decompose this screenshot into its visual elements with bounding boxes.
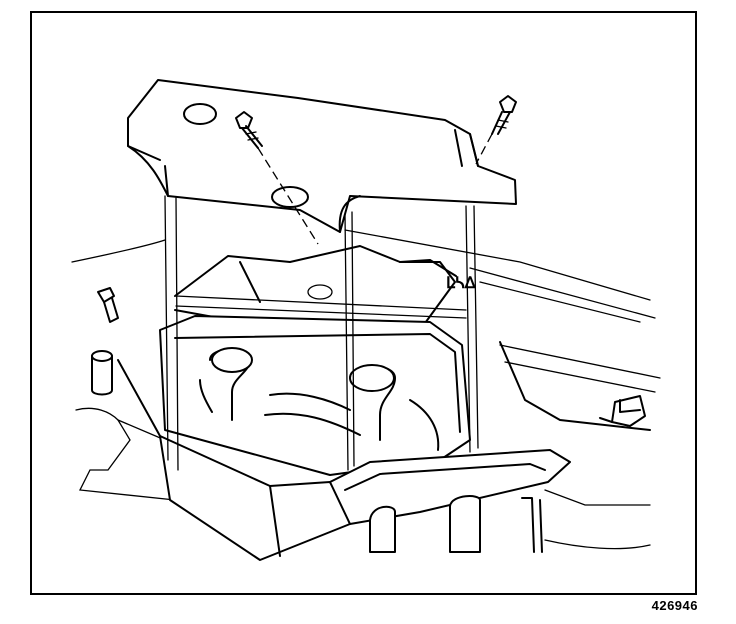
bolt-right-icon (491, 95, 517, 135)
front-bracket (329, 449, 571, 553)
upper-heat-shield (127, 79, 517, 233)
illustration-border (30, 11, 697, 595)
exhaust-manifold (159, 315, 471, 476)
sensor-icon (91, 350, 113, 396)
figure-number: 426946 (651, 598, 698, 613)
engine-marking: ᒪᓴᐃ (446, 275, 477, 292)
engine-bay-background (71, 229, 661, 550)
bolt-left-icon (235, 111, 263, 149)
connector-icon (599, 395, 646, 427)
alignment-lines (164, 133, 493, 471)
side-bolt-icon (97, 287, 119, 323)
